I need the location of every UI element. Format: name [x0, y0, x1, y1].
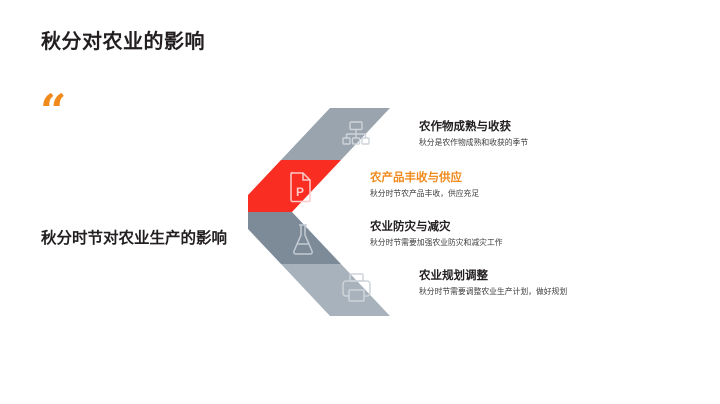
chevron-band-4[interactable] [281, 264, 390, 316]
item-description: 秋分时节需要调整农业生产计划，做好规划 [419, 287, 568, 297]
chevron-band-1[interactable] [281, 108, 390, 160]
flask-icon [293, 224, 313, 255]
chevron-band-3[interactable] [248, 212, 341, 264]
item-title: 农业防灾与减灾 [370, 221, 451, 233]
chevron-band-2[interactable]: P [248, 160, 341, 212]
file-powerpoint-icon: P [290, 171, 311, 203]
content-item-2[interactable]: 农产品丰收与供应 秋分时节农产品丰收，供应充足 [370, 171, 479, 200]
quote-mark-icon: “ [40, 84, 67, 138]
item-description: 秋分时节农产品丰收，供应充足 [370, 189, 480, 199]
item-title: 农业规划调整 [419, 270, 488, 282]
content-item-4[interactable]: 农业规划调整 秋分时节需要调整农业生产计划，做好规划 [419, 269, 567, 298]
content-item-1[interactable]: 农作物成熟与收获 秋分是农作物成熟和收获的季节 [419, 120, 528, 149]
sitemap-icon [342, 121, 370, 145]
svg-text:P: P [296, 185, 304, 199]
item-title: 农作物成熟与收获 [419, 121, 511, 133]
item-description: 秋分时节需要加强农业防灾和减灾工作 [370, 238, 503, 248]
chevron-diagram: P [248, 108, 438, 320]
printer-icon [342, 273, 371, 302]
item-title: 农产品丰收与供应 [370, 172, 462, 184]
left-caption: 秋分时节对农业生产的影响 [41, 230, 228, 247]
item-description: 秋分是农作物成熟和收获的季节 [419, 138, 529, 148]
page-title: 秋分对农业的影响 [41, 31, 205, 53]
content-item-3[interactable]: 农业防灾与减灾 秋分时节需要加强农业防灾和减灾工作 [370, 220, 503, 249]
